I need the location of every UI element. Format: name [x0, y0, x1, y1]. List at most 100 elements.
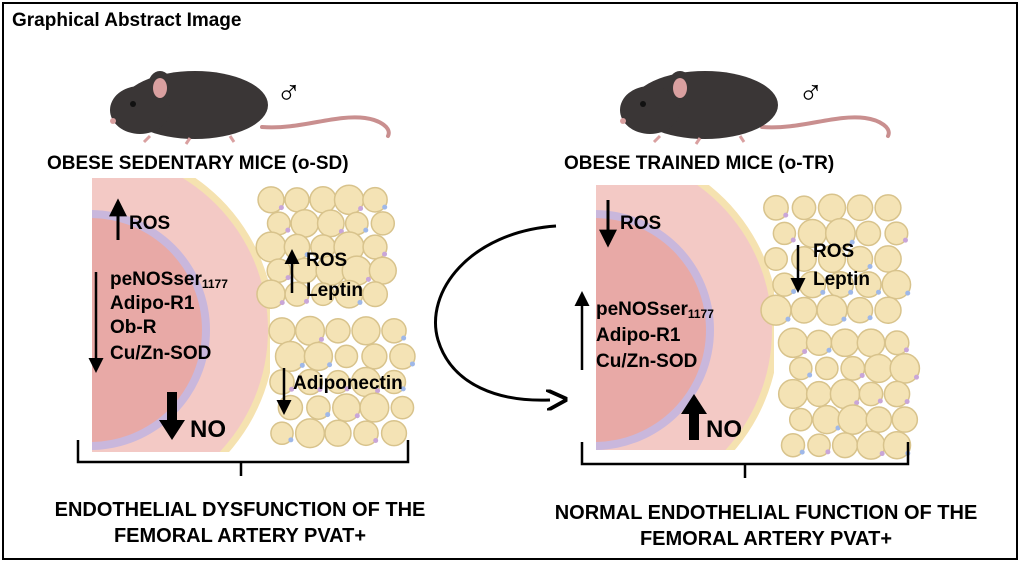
adipocyte: [856, 328, 886, 358]
left-adipo-r1: Adipo-R1: [110, 293, 195, 314]
adipocyte: [846, 296, 874, 324]
nucleus-dot: [285, 275, 291, 281]
nucleus-dot: [365, 276, 371, 282]
nucleus-dot: [820, 289, 826, 295]
adipocyte: [780, 432, 806, 458]
adipocyte: [325, 369, 351, 395]
left-no-label: NO: [190, 416, 226, 443]
left-no-down-arrow: [159, 392, 185, 440]
adipocyte: [389, 343, 416, 370]
nucleus-dot: [790, 237, 796, 243]
left-cu-zn-sod: Cu/Zn-SOD: [110, 343, 212, 364]
nucleus-dot: [279, 300, 285, 306]
vessel-left: [92, 178, 270, 452]
adipocyte: [865, 406, 893, 433]
adipocyte: [309, 186, 337, 214]
adipocyte: [370, 211, 396, 236]
nucleus-dot: [409, 361, 415, 367]
adipocyte: [846, 245, 874, 273]
left-vessel-ros: ROS: [129, 213, 171, 234]
right-no-up-arrow: [681, 394, 707, 440]
adipocyte: [814, 356, 839, 381]
adipocyte: [817, 193, 847, 223]
male-symbol-left-icon: ♂: [276, 74, 302, 112]
adipocyte: [290, 208, 320, 238]
adipocyte: [316, 209, 345, 238]
nucleus-dot: [382, 204, 388, 210]
adipocyte: [269, 369, 295, 395]
pvat-adipocytes: [255, 184, 921, 460]
adipocyte: [362, 186, 388, 213]
nucleus-dot: [375, 388, 381, 394]
nucleus-dot: [876, 289, 882, 295]
adipocyte: [255, 231, 287, 263]
nucleus-dot: [289, 386, 295, 392]
nucleus-dot: [373, 437, 379, 443]
figure-title: Graphical Abstract Image: [12, 10, 242, 31]
adipocyte: [788, 407, 813, 432]
adipocyte: [805, 380, 833, 408]
adipocyte: [837, 404, 869, 435]
nucleus-dot: [285, 227, 291, 233]
nucleus-dot: [317, 386, 323, 392]
nucleus-dot: [304, 298, 310, 304]
adipocyte: [807, 433, 831, 458]
adipocyte: [891, 406, 919, 433]
nucleus-dot: [382, 251, 388, 257]
nucleus-dot: [802, 349, 808, 355]
adipocyte: [324, 419, 352, 447]
adipocyte: [883, 380, 911, 408]
adipocyte: [830, 328, 860, 358]
adipocyte: [855, 220, 882, 247]
adipocyte: [351, 316, 381, 346]
adipocyte: [864, 353, 894, 384]
nucleus-dot: [914, 374, 920, 380]
transition-arrow: [434, 224, 556, 400]
vessel-right: [596, 185, 774, 450]
adipocyte: [763, 246, 789, 272]
nucleus-dot: [401, 335, 407, 341]
nucleus-dot: [400, 386, 406, 392]
left-adiponectin: Adiponectin: [293, 373, 403, 394]
adipocyte: [791, 195, 817, 221]
adipocyte: [380, 420, 408, 447]
nucleus-dot: [791, 288, 797, 294]
nucleus-dot: [344, 386, 350, 392]
adipocyte: [858, 381, 884, 407]
nucleus-dot: [358, 206, 364, 212]
adipocyte: [390, 395, 415, 420]
left-conclusion: ENDOTHELIAL DYSFUNCTION OF THE FEMORAL A…: [54, 499, 426, 547]
adipocyte: [284, 187, 310, 213]
adipocyte: [277, 394, 304, 421]
right-no-label: NO: [706, 416, 742, 443]
adipocyte: [303, 341, 334, 372]
adipocyte: [772, 221, 797, 246]
left-ob-r: Ob-R: [110, 317, 157, 338]
nucleus-dot: [867, 315, 873, 321]
adipocyte: [882, 430, 912, 460]
adipocyte: [270, 421, 294, 446]
adipocyte: [763, 194, 789, 221]
mouse-right-icon: [620, 71, 891, 145]
adipocyte: [777, 378, 809, 410]
adipocyte: [361, 343, 388, 370]
nucleus-dot: [826, 347, 832, 353]
nucleus-dot: [807, 372, 813, 378]
nucleus-dot: [783, 212, 789, 218]
nucleus-dot: [288, 437, 294, 443]
nucleus-dot: [854, 400, 860, 406]
adipocyte: [257, 186, 285, 214]
adipocyte: [854, 271, 882, 299]
nucleus-dot: [849, 239, 855, 245]
nucleus-dot: [304, 252, 310, 258]
adipocyte: [294, 418, 326, 449]
right-brace: [580, 442, 910, 478]
adipocyte: [381, 369, 407, 395]
nucleus-dot: [905, 290, 911, 296]
nucleus-dot: [825, 449, 831, 455]
nucleus-dot: [278, 205, 284, 211]
adipocyte: [788, 356, 813, 381]
nucleus-dot: [841, 316, 847, 322]
right-cu-zn-sod: Cu/Zn-SOD: [596, 351, 698, 372]
right-vessel-ros: ROS: [620, 213, 662, 234]
